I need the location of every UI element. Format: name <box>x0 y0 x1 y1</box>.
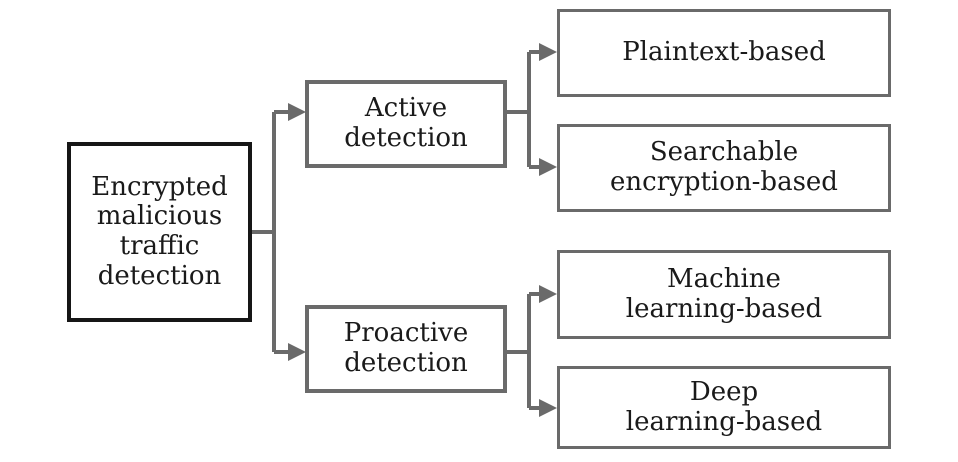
arrowhead-icon <box>539 43 557 61</box>
arrowhead-icon <box>539 158 557 176</box>
node-label: Encrypted malicious traffic detection <box>91 171 228 291</box>
arrowhead-icon <box>539 399 557 417</box>
node-searchable-encryption-based: Searchable encryption-based <box>557 124 891 212</box>
node-label: Active detection <box>344 93 468 153</box>
node-plaintext-based: Plaintext-based <box>557 9 891 97</box>
node-root: Encrypted malicious traffic detection <box>67 142 252 322</box>
node-label: Plaintext-based <box>622 37 826 68</box>
arrowhead-icon <box>288 103 306 121</box>
arrowhead-icon <box>539 285 557 303</box>
arrowhead-icon <box>288 343 306 361</box>
node-active-detection: Active detection <box>305 80 507 168</box>
node-proactive-detection: Proactive detection <box>305 305 507 393</box>
node-label: Searchable encryption-based <box>610 137 838 197</box>
node-label: Proactive detection <box>343 318 469 378</box>
node-label: Machine learning-based <box>625 263 823 324</box>
node-label: Deep learning-based <box>625 376 823 437</box>
node-machine-learning-based: Machine learning-based <box>557 250 891 339</box>
node-deep-learning-based: Deep learning-based <box>557 366 891 449</box>
